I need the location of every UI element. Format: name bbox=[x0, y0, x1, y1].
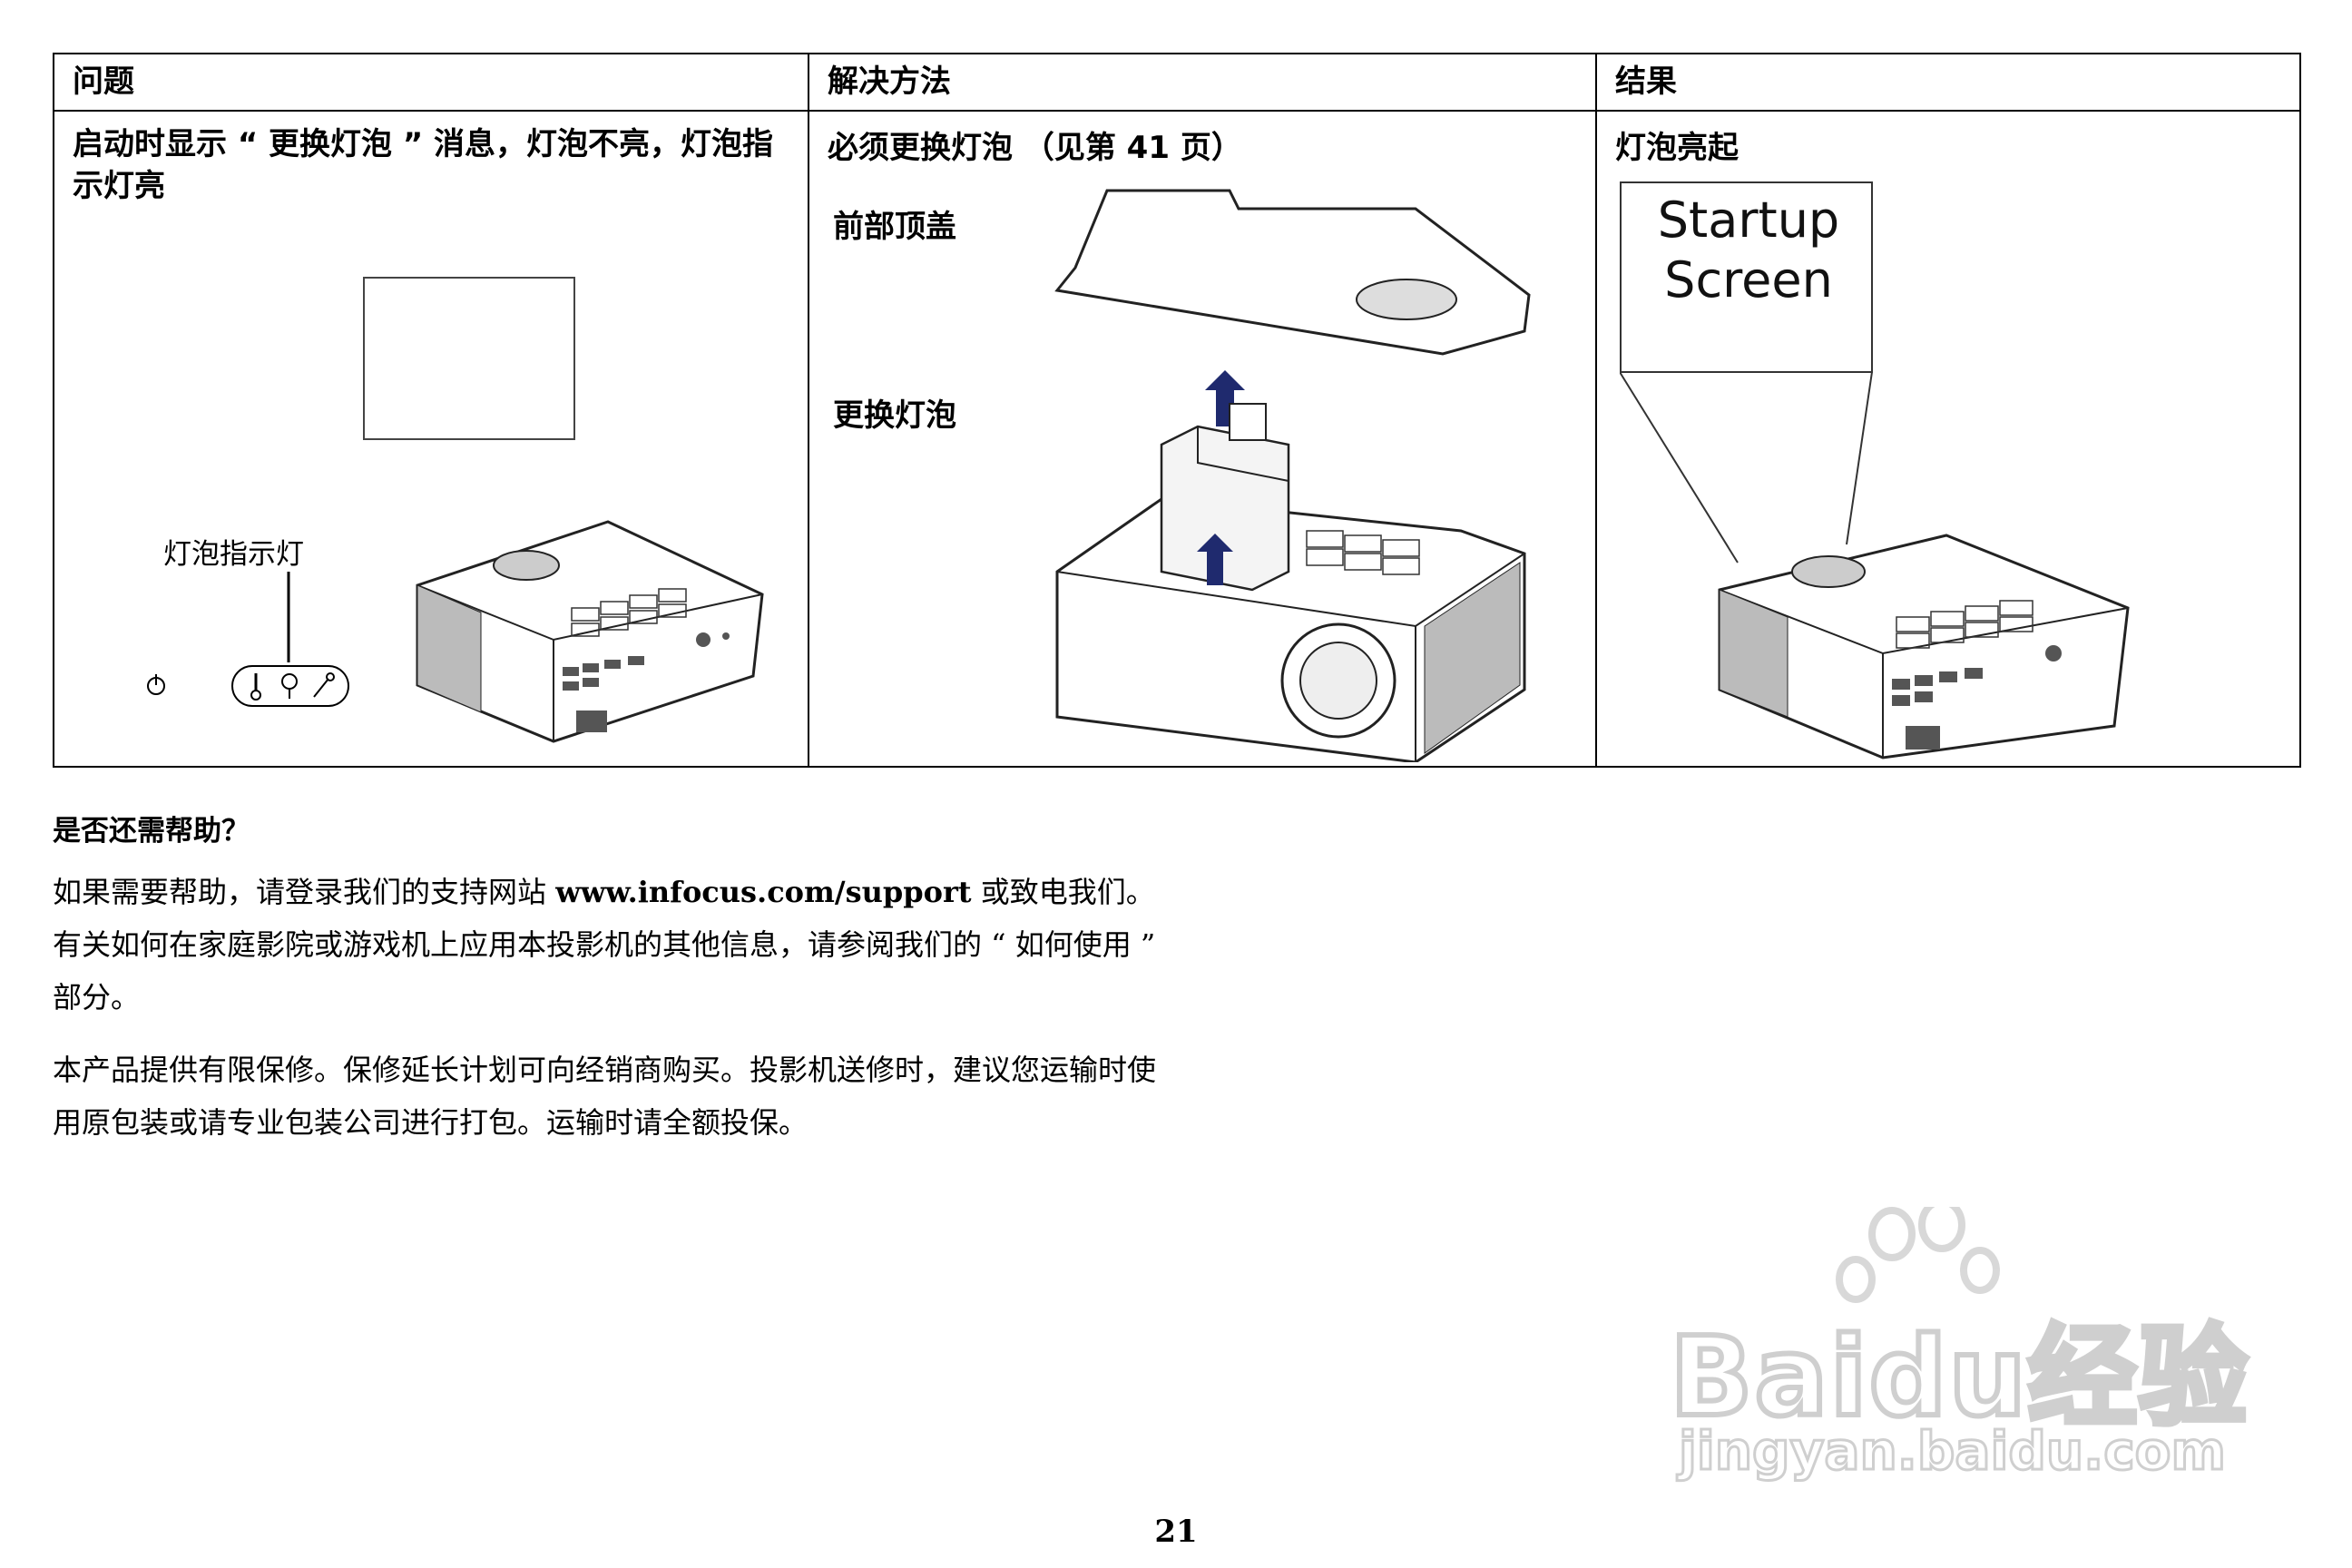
startup-screen-text: Startup Screen bbox=[1622, 191, 1875, 310]
indicator-panel bbox=[147, 572, 349, 707]
problem-text: 启动时显示 “ 更换灯泡 ” 消息，灯泡不亮，灯泡指示灯亮 bbox=[73, 126, 774, 204]
column-divider bbox=[808, 54, 809, 766]
insert-arrow-icon bbox=[1197, 534, 1233, 585]
lift-arrow-icon bbox=[1205, 370, 1245, 426]
front-top-cover bbox=[1054, 189, 1531, 356]
header-result: 结果 bbox=[1615, 64, 1677, 100]
page-number: 21 bbox=[1154, 1514, 1198, 1550]
power-icon bbox=[147, 674, 165, 695]
blank-screen-illustration bbox=[363, 277, 575, 440]
projector-body bbox=[1055, 497, 1526, 762]
help-paragraph-1: 如果需要帮助，请登录我们的支持网站 www.infocus.com/suppor… bbox=[53, 866, 1160, 1024]
thermometer-icon bbox=[250, 673, 261, 701]
watermark-url: jingyan.baidu.com bbox=[1678, 1419, 2228, 1484]
startup-screen-box bbox=[1620, 181, 1873, 373]
result-text: 灯泡亮起 bbox=[1615, 130, 1739, 166]
warranty-paragraph: 本产品提供有限保修。保修延长计划可向经销商购买。投影机送修时，建议您运输时使用原… bbox=[53, 1053, 1157, 1140]
header-solution: 解决方法 bbox=[828, 64, 951, 100]
lamp-replacement-illustration bbox=[1054, 189, 1531, 762]
watermark-brand: Bai bbox=[1667, 1312, 1870, 1444]
projector-rear-illustration bbox=[416, 520, 764, 743]
solution-text: 必须更换灯泡 （见第 41 页） bbox=[828, 130, 1242, 166]
help-paragraph-1-start: 如果需要帮助，请登录我们的支持网站 bbox=[53, 875, 556, 909]
header-problem: 问题 bbox=[73, 64, 134, 100]
replace-lamp-label: 更换灯泡 bbox=[833, 397, 956, 434]
header-divider bbox=[54, 110, 2299, 112]
wrench-icon bbox=[313, 672, 335, 698]
front-cover-label: 前部顶盖 bbox=[833, 209, 956, 245]
support-url: www.infocus.com/support bbox=[555, 875, 972, 909]
lamp-module bbox=[1160, 403, 1290, 592]
help-paragraph-1-end: 或致电我们。有关如何在家庭影院或游戏机上应用本投影机的其他信息，请参阅我们的 “… bbox=[53, 875, 1156, 1014]
lamp-icon bbox=[281, 673, 298, 699]
baidu-paw-logo-icon bbox=[1836, 1207, 2000, 1303]
troubleshooting-table: 问题 解决方法 结果 启动时显示 “ 更换灯泡 ” 消息，灯泡不亮，灯泡指示灯亮… bbox=[53, 53, 2301, 768]
startup-screen-line1: Startup bbox=[1657, 191, 1840, 249]
lamp-indicator-label: 灯泡指示灯 bbox=[163, 538, 304, 571]
help-title: 是否还需帮助？ bbox=[53, 815, 250, 848]
column-divider bbox=[1595, 54, 1597, 766]
projector-rear-illustration bbox=[1718, 534, 2130, 760]
startup-screen-line2: Screen bbox=[1664, 251, 1833, 309]
watermark-brand-du: du bbox=[1867, 1312, 2029, 1444]
watermark-cn: 经验 bbox=[2025, 1312, 2250, 1444]
startup-projection-illustration bbox=[1620, 181, 2130, 760]
